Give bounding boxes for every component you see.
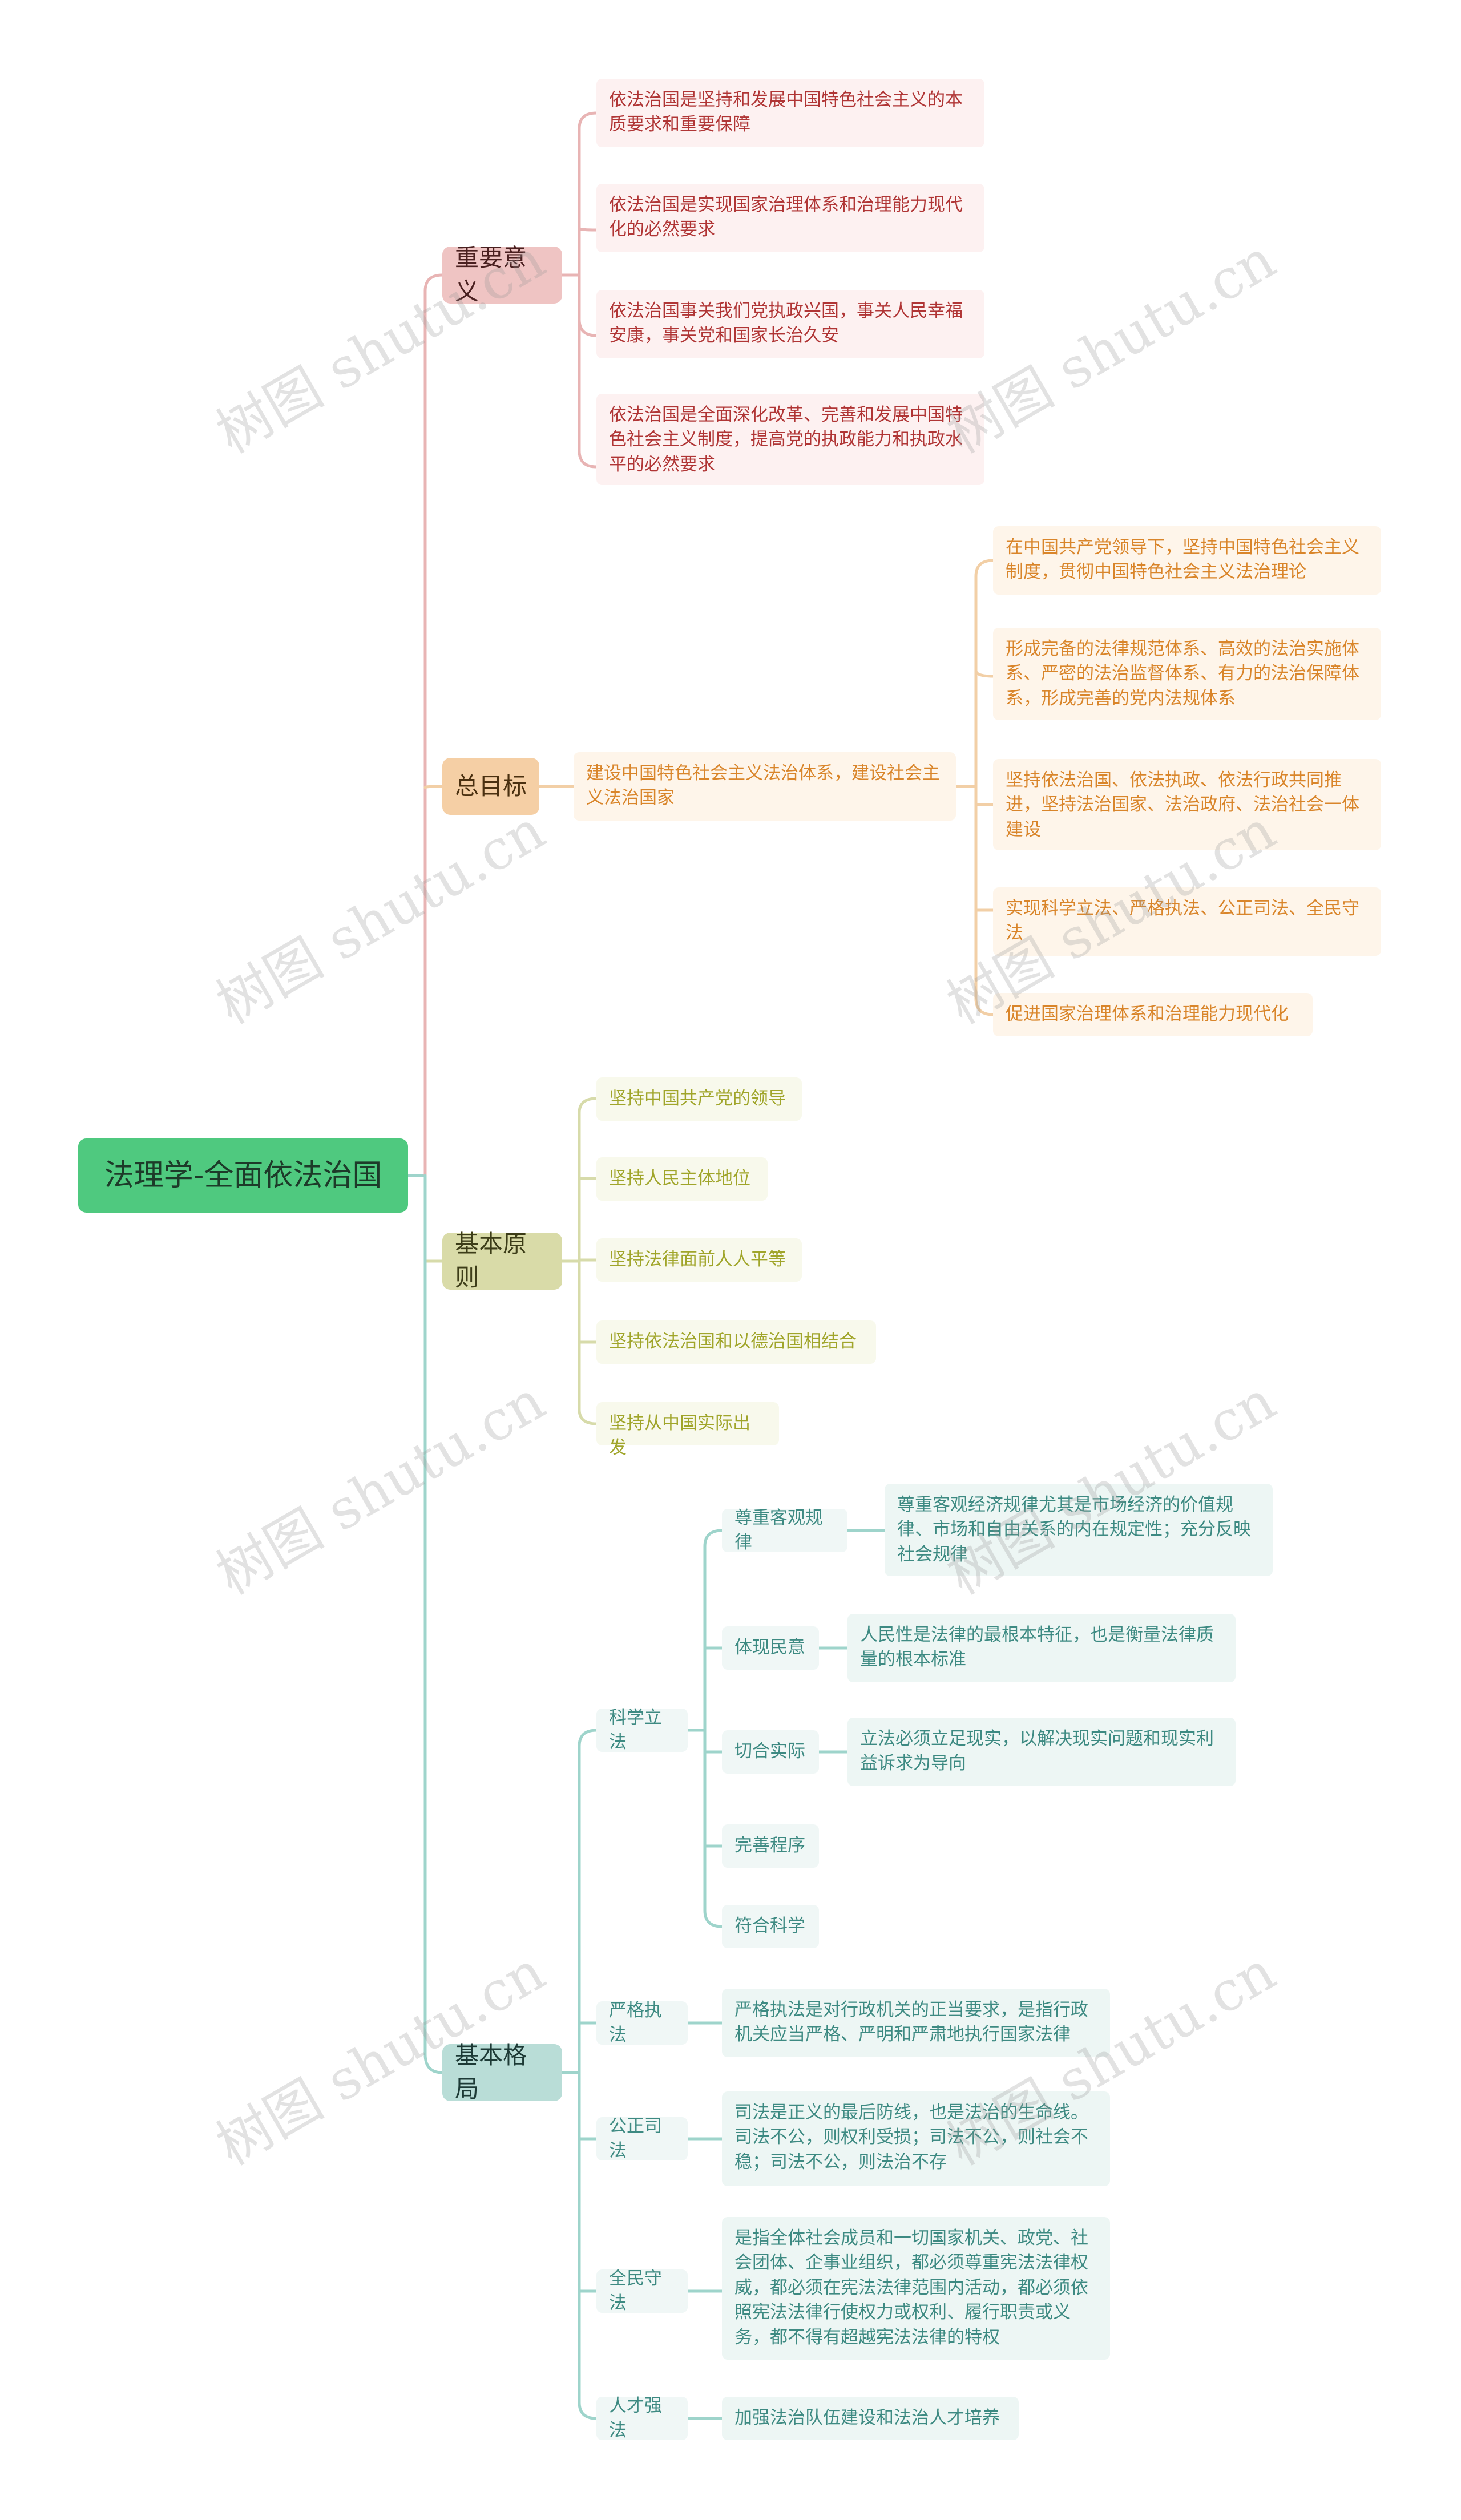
category-basic-pattern[interactable]: 基本格局 <box>442 2041 562 2103</box>
pattern-group-detail[interactable]: 司法是正义的最后防线，也是法治的生命线。司法不公，则权利受损；司法不公，则社会不… <box>722 2091 1110 2186</box>
goal-item[interactable]: 坚持依法治国、依法执政、依法行政共同推进，坚持法治国家、法治政府、法治社会一体建… <box>993 759 1381 850</box>
importance-item[interactable]: 依法治国是实现国家治理体系和治理能力现代化的必然要求 <box>596 184 984 252</box>
category-importance[interactable]: 重要意义 <box>442 244 562 305</box>
principle-item[interactable]: 坚持法律面前人人平等 <box>596 1238 802 1282</box>
principle-item[interactable]: 坚持从中国实际出发 <box>596 1402 779 1458</box>
pattern-group-detail[interactable]: 是指全体社会成员和一切国家机关、政党、社会团体、企事业组织，都必须尊重宪法法律权… <box>722 2217 1110 2360</box>
pattern-group-detail[interactable]: 严格执法是对行政机关的正当要求，是指行政机关应当严格、严明和严肃地执行国家法律 <box>722 1989 1110 2057</box>
goal-item[interactable]: 在中国共产党领导下，坚持中国特色社会主义制度，贯彻中国特色社会主义法治理论 <box>993 526 1381 595</box>
pattern-group-strict-enforcement[interactable]: 严格执法 <box>596 2000 688 2045</box>
goal-item[interactable]: 促进国家治理体系和治理能力现代化 <box>993 993 1313 1036</box>
pattern-group-talent[interactable]: 人才强法 <box>596 2396 688 2441</box>
pattern-group-scientific-legislation[interactable]: 科学立法 <box>596 1707 688 1752</box>
category-overall-goal[interactable]: 总目标 <box>442 758 539 815</box>
goal-item[interactable]: 实现科学立法、严格执法、公正司法、全民守法 <box>993 887 1381 956</box>
importance-item[interactable]: 依法治国是全面深化改革、完善和发展中国特色社会主义制度，提高党的执政能力和执政水… <box>596 394 984 485</box>
goal-item[interactable]: 形成完备的法律规范体系、高效的法治实施体系、严密的法治监督体系、有力的法治保障体… <box>993 628 1381 720</box>
legislation-sub-item[interactable]: 切合实际 <box>722 1730 819 1774</box>
principle-item[interactable]: 坚持人民主体地位 <box>596 1157 768 1201</box>
importance-item[interactable]: 依法治国是坚持和发展中国特色社会主义的本质要求和重要保障 <box>596 79 984 147</box>
legislation-sub-item[interactable]: 符合科学 <box>722 1905 819 1948</box>
legislation-sub-item[interactable]: 完善程序 <box>722 1824 819 1868</box>
legislation-sub-detail[interactable]: 人民性是法律的最根本特征，也是衡量法律质量的根本标准 <box>847 1614 1236 1682</box>
legislation-sub-detail[interactable]: 尊重客观经济规律尤其是市场经济的价值规律、市场和自由关系的内在规定性；充分反映社… <box>885 1484 1273 1576</box>
category-basic-principles[interactable]: 基本原则 <box>442 1230 562 1291</box>
pattern-group-law-abiding[interactable]: 全民守法 <box>596 2268 688 2313</box>
overall-goal-main[interactable]: 建设中国特色社会主义法治体系，建设社会主义法治国家 <box>574 752 956 821</box>
principle-item[interactable]: 坚持依法治国和以德治国相结合 <box>596 1320 876 1364</box>
legislation-sub-item[interactable]: 尊重客观规律 <box>722 1508 847 1553</box>
pattern-group-detail[interactable]: 加强法治队伍建设和法治人才培养 <box>722 2397 1019 2440</box>
root-node[interactable]: 法理学-全面依法治国 <box>78 1138 408 1213</box>
legislation-sub-item[interactable]: 体现民意 <box>722 1626 819 1670</box>
pattern-group-fair-justice[interactable]: 公正司法 <box>596 2116 688 2161</box>
legislation-sub-detail[interactable]: 立法必须立足现实，以解决现实问题和现实利益诉求为导向 <box>847 1718 1236 1786</box>
importance-item[interactable]: 依法治国事关我们党执政兴国，事关人民幸福安康，事关党和国家长治久安 <box>596 290 984 358</box>
principle-item[interactable]: 坚持中国共产党的领导 <box>596 1077 802 1121</box>
